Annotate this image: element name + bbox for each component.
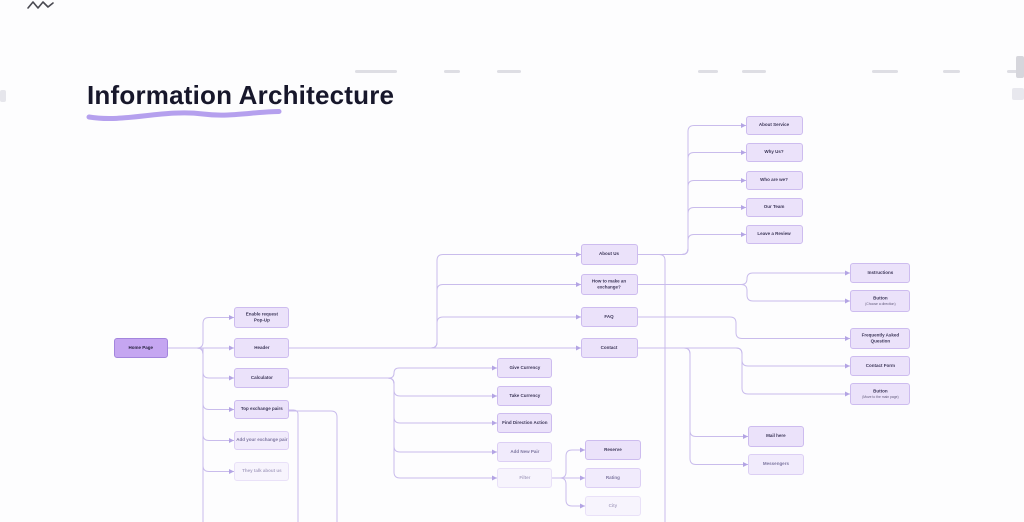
page-title: Information Architecture — [87, 80, 395, 110]
node-they-talk-about-us[interactable]: They talk about us — [234, 462, 289, 481]
artifact-smudge — [0, 90, 6, 102]
edge-top-exchange-pairs-to-offscreen-bottom — [289, 410, 338, 522]
node-about-service[interactable]: About Service — [746, 116, 803, 135]
node-label: Give Currency — [509, 365, 540, 371]
artifact-smudge — [1016, 56, 1024, 78]
node-label: Take Currency — [509, 393, 540, 399]
artifact-smudge — [742, 70, 766, 73]
edge-calculator-to-filter — [289, 377, 497, 481]
node-label: Leave a Review — [757, 231, 792, 237]
node-label: Home Page — [128, 345, 154, 351]
node-label: Reserve — [604, 447, 622, 453]
node-label: About Service — [759, 122, 790, 128]
node-label: About Us — [599, 251, 620, 257]
node-reserve[interactable]: Reserve — [585, 440, 641, 460]
node-label: Add New Pair — [509, 449, 540, 455]
node-label: Contact — [601, 345, 618, 351]
node-label: Find Direction Action — [501, 420, 548, 426]
node-leave-a-review[interactable]: Leave a Review — [746, 225, 803, 244]
node-add-new-pair[interactable]: Add New Pair — [497, 442, 552, 462]
artifact-smudge — [1007, 70, 1024, 73]
node-header[interactable]: Header — [234, 338, 289, 358]
node-rating[interactable]: Rating — [585, 468, 641, 488]
node-faq[interactable]: FAQ — [581, 307, 638, 327]
artifact-smudge — [497, 70, 521, 73]
node-why-us[interactable]: Why Us? — [746, 143, 803, 162]
node-our-team[interactable]: Our Team — [746, 198, 803, 217]
artifact-smudge — [943, 70, 960, 73]
node-label: Button(Choose a direction) — [851, 296, 909, 306]
edge-about-us-to-offscreen-bottom — [638, 254, 666, 522]
node-label: Enable request Pop-Up — [245, 311, 278, 323]
node-label: Filter — [518, 475, 530, 481]
node-messengers[interactable]: Messengers — [748, 454, 804, 475]
node-mail-here[interactable]: Mail here — [748, 426, 804, 447]
node-label: Add your exchange pair — [235, 437, 288, 443]
node-label: They talk about us — [241, 468, 282, 474]
edge-how-to-make-an-exchange-to-instructions — [638, 270, 850, 285]
edge-contact-to-button-move-main-page — [638, 347, 850, 397]
node-instructions[interactable]: Instructions — [850, 263, 910, 283]
node-label: Instructions — [867, 270, 893, 276]
node-calculator[interactable]: Calculator — [234, 368, 289, 388]
node-label: Messengers — [762, 461, 790, 467]
node-sublabel: (Move to the main page) — [861, 394, 899, 399]
node-contact[interactable]: Contact — [581, 338, 638, 358]
node-top-exchange-pairs[interactable]: Top exchange pairs — [234, 400, 289, 419]
scribble-artifact — [27, 1, 54, 9]
node-label: Top exchange pairs — [240, 406, 283, 412]
node-label: FAQ — [604, 314, 615, 320]
node-label: Mail here — [766, 433, 786, 439]
node-filter[interactable]: Filter — [497, 468, 552, 488]
node-label: Our Team — [764, 204, 785, 210]
node-frequently-asked-question[interactable]: Frequently Asked Question — [850, 328, 910, 349]
node-popup[interactable]: Enable request Pop-Up — [234, 307, 289, 328]
edge-header-to-faq — [289, 314, 581, 349]
node-sublabel: (Choose a direction) — [864, 301, 896, 306]
node-add-your-exchange-pair[interactable]: Add your exchange pair — [234, 431, 289, 450]
artifact-smudge — [872, 70, 898, 73]
node-about-us[interactable]: About Us — [581, 244, 638, 265]
node-find-direction-action[interactable]: Find Direction Action — [497, 413, 552, 433]
artifact-smudge — [355, 70, 397, 73]
edge-calculator-to-give-currency — [289, 365, 497, 379]
artifact-smudge — [698, 70, 718, 73]
node-label: Header — [253, 345, 270, 351]
node-label: Button(Move to the main page) — [851, 389, 909, 399]
node-label: Who are we? — [760, 177, 789, 183]
node-label: Calculator — [250, 375, 273, 381]
artifact-smudge — [1012, 88, 1024, 100]
node-label: How to make an exchange? — [592, 278, 627, 290]
node-label: Why Us? — [764, 149, 785, 155]
edge-faq-to-frequently-asked-question — [638, 316, 850, 341]
node-how-to-make-an-exchange[interactable]: How to make an exchange? — [581, 274, 638, 295]
edge-how-to-make-an-exchange-to-button-choose-direction — [638, 284, 850, 304]
node-contact-form[interactable]: Contact Form — [850, 356, 910, 376]
node-give-currency[interactable]: Give Currency — [497, 358, 552, 378]
artifact-smudge — [444, 70, 460, 73]
node-take-currency[interactable]: Take Currency — [497, 386, 552, 406]
node-button-move-main-page[interactable]: Button(Move to the main page) — [850, 383, 910, 405]
node-city[interactable]: City — [585, 496, 641, 516]
title-underline-stroke — [86, 109, 282, 122]
edge-contact-to-messengers — [638, 347, 748, 467]
node-label: Rating — [605, 475, 620, 481]
node-home-page[interactable]: Home Page — [114, 338, 168, 358]
edge-filter-to-city — [552, 477, 585, 509]
edge-about-us-to-leave-a-review — [638, 232, 746, 255]
node-label: Frequently Asked Question — [861, 332, 899, 344]
node-label: Contact Form — [865, 363, 895, 369]
node-who-are-we[interactable]: Who are we? — [746, 171, 803, 190]
node-button-choose-direction[interactable]: Button(Choose a direction) — [850, 290, 910, 312]
node-label: City — [608, 503, 618, 509]
